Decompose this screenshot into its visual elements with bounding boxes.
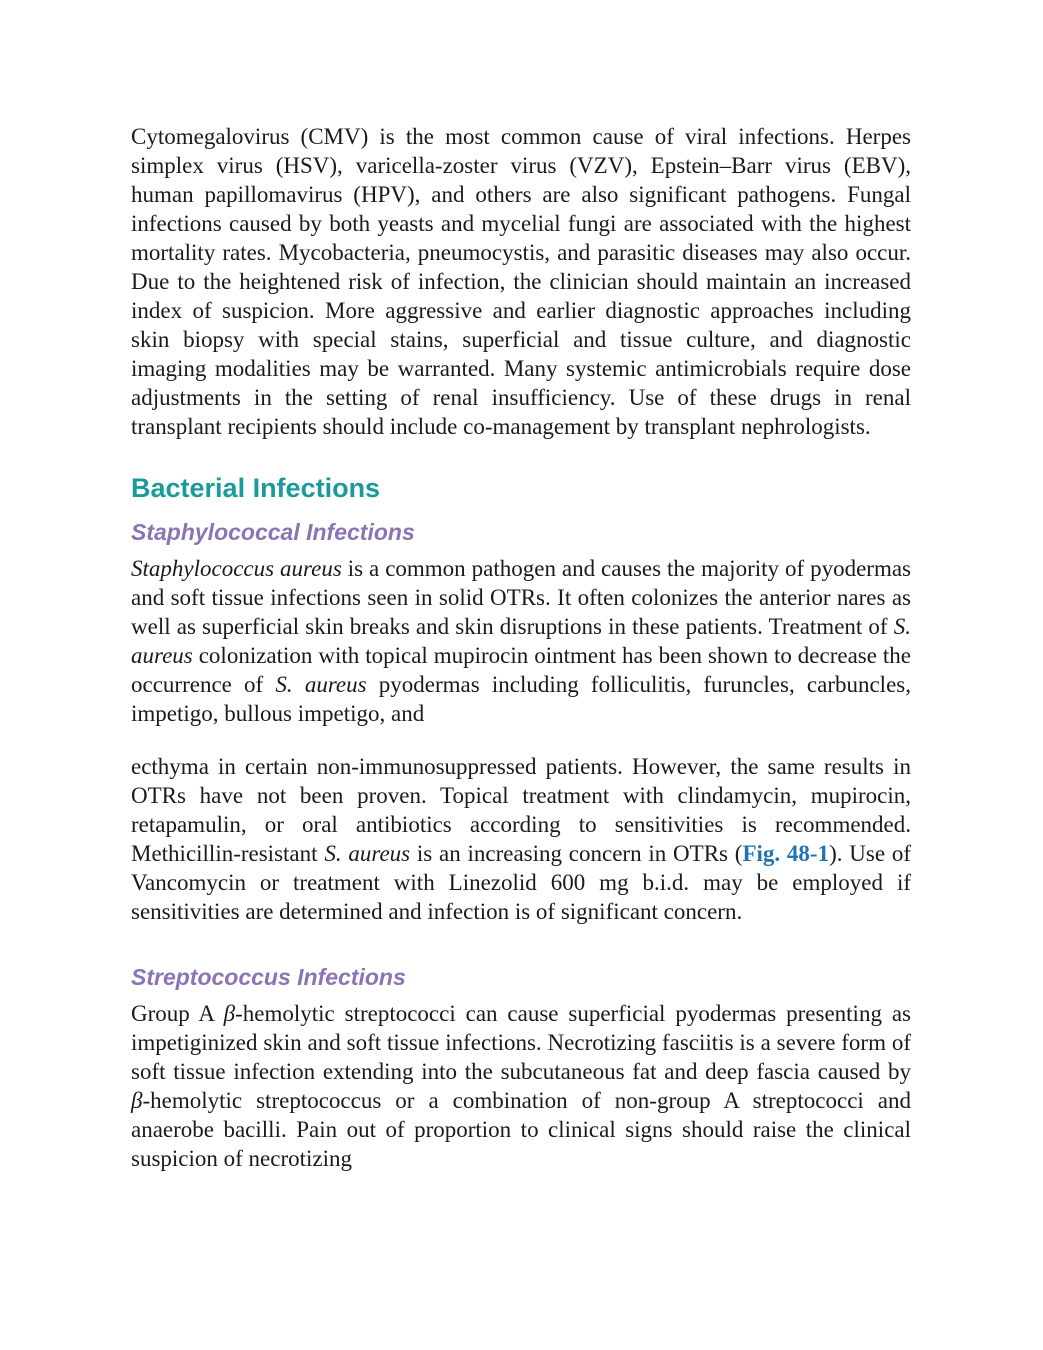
staph-paragraph-2: ecthyma in certain non-immunosuppressed … bbox=[131, 754, 911, 924]
species-name: Staphylococcus aureus bbox=[131, 556, 342, 581]
figure-link-48-1[interactable]: Fig. 48-1 bbox=[742, 841, 830, 866]
species-name: S. aureus bbox=[275, 672, 367, 697]
subsection-title-streptococcus: Streptococcus Infections bbox=[131, 964, 406, 990]
beta-symbol: β bbox=[223, 1001, 236, 1026]
strep-paragraph-1: Group A β-hemolytic streptococci can cau… bbox=[131, 1001, 911, 1171]
beta-symbol: β bbox=[131, 1088, 143, 1113]
page-content: Cytomegalovirus (CMV) is the most common… bbox=[131, 122, 911, 1173]
staph-paragraph-1: Staphylococcus aureus is a common pathog… bbox=[131, 556, 911, 726]
subsection-title-staphylococcal: Staphylococcal Infections bbox=[131, 519, 415, 545]
species-name: S. aureus bbox=[131, 614, 911, 668]
intro-paragraph: Cytomegalovirus (CMV) is the most common… bbox=[131, 124, 911, 439]
section-title-bacterial-infections: Bacterial Infections bbox=[131, 473, 381, 503]
species-name: S. aureus bbox=[324, 841, 411, 866]
page-break-gap bbox=[131, 728, 911, 752]
